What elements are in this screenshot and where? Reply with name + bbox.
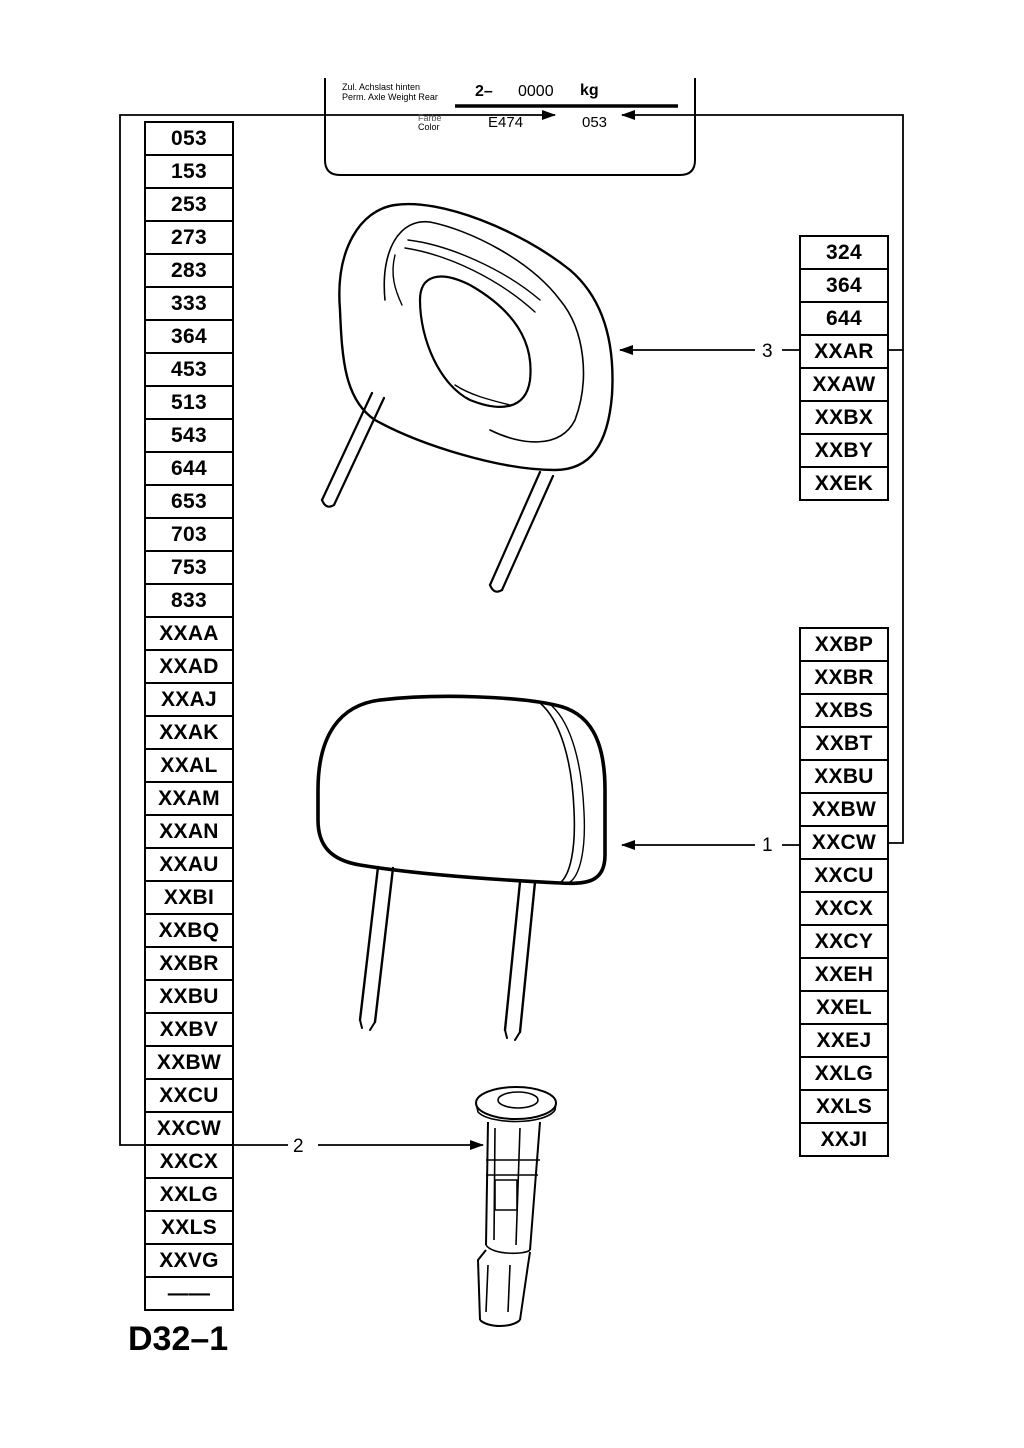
code-cell: 253 — [146, 189, 232, 222]
code-cell: 753 — [146, 552, 232, 585]
code-cell: XXEL — [801, 992, 887, 1025]
code-cell: 513 — [146, 387, 232, 420]
code-cell: 833 — [146, 585, 232, 618]
code-cell: 053 — [146, 123, 232, 156]
plate-axle-prefix: 2– — [475, 83, 493, 100]
code-cell: XXBI — [146, 882, 232, 915]
code-cell: XXBP — [801, 629, 887, 662]
callout-part-2: 2 — [293, 1136, 304, 1157]
code-cell: XXEH — [801, 959, 887, 992]
code-cell: XXVG — [146, 1245, 232, 1278]
code-cell: 324 — [801, 237, 887, 270]
plate-color-label-de: Farbe — [418, 113, 442, 123]
headrest-solid — [316, 694, 607, 1041]
code-cell: 153 — [146, 156, 232, 189]
code-cell: XXJI — [801, 1124, 887, 1157]
plate-axle-label-en: Perm. Axle Weight Rear — [342, 92, 438, 102]
code-cell: XXAL — [146, 750, 232, 783]
code-cell: XXBS — [801, 695, 887, 728]
diagram-id: D32–1 — [128, 1320, 229, 1358]
code-cell: XXAW — [801, 369, 887, 402]
plate-paint-code: E474 — [488, 114, 524, 131]
plate-axle-unit: kg — [580, 82, 599, 99]
code-cell: XXCY — [801, 926, 887, 959]
code-cell: XXAM — [146, 783, 232, 816]
code-cell: XXLG — [146, 1179, 232, 1212]
code-cell: —— — [146, 1278, 232, 1311]
code-cell: XXBV — [146, 1014, 232, 1047]
code-cell: XXEK — [801, 468, 887, 501]
plate-trim-code: 053 — [582, 114, 608, 131]
guide-sleeve — [475, 1086, 557, 1327]
leader-right — [621, 110, 904, 844]
code-cell: XXAU — [146, 849, 232, 882]
code-cell: 283 — [146, 255, 232, 288]
code-cell: XXBW — [146, 1047, 232, 1080]
code-cell: XXEJ — [801, 1025, 887, 1058]
code-cell: XXCU — [146, 1080, 232, 1113]
plate-axle-label-de: Zul. Achslast hinten — [342, 82, 421, 92]
code-cell: 703 — [146, 519, 232, 552]
code-cell: XXCX — [146, 1146, 232, 1179]
code-cell: 644 — [801, 303, 887, 336]
code-cell: 333 — [146, 288, 232, 321]
code-cell: XXCX — [801, 893, 887, 926]
code-cell: XXAN — [146, 816, 232, 849]
callout-part-1: 1 — [762, 835, 773, 856]
code-cell: 273 — [146, 222, 232, 255]
code-cell: 653 — [146, 486, 232, 519]
code-cell: 453 — [146, 354, 232, 387]
leader-left — [119, 110, 556, 1146]
code-cell: XXBY — [801, 435, 887, 468]
code-cell: XXLS — [801, 1091, 887, 1124]
code-cell: 364 — [146, 321, 232, 354]
code-cell: XXLS — [146, 1212, 232, 1245]
color-plate — [324, 78, 696, 176]
code-cell: XXBR — [146, 948, 232, 981]
code-cell: XXAD — [146, 651, 232, 684]
code-cell: XXBU — [801, 761, 887, 794]
code-cell: XXAA — [146, 618, 232, 651]
code-cell: XXBW — [801, 794, 887, 827]
code-cell: XXBT — [801, 728, 887, 761]
code-cell: XXLG — [801, 1058, 887, 1091]
code-cell: XXBU — [146, 981, 232, 1014]
code-cell: XXCU — [801, 860, 887, 893]
code-cell: XXBX — [801, 402, 887, 435]
code-cell: XXBR — [801, 662, 887, 695]
code-cell: XXCW — [146, 1113, 232, 1146]
code-cell: XXCW — [801, 827, 887, 860]
code-cell: XXAJ — [146, 684, 232, 717]
plate-color-label-en: Color — [418, 122, 440, 132]
code-cell: XXAK — [146, 717, 232, 750]
code-cell: XXBQ — [146, 915, 232, 948]
code-cell: XXAR — [801, 336, 887, 369]
callout-part-3: 3 — [762, 341, 773, 362]
code-cell: 364 — [801, 270, 887, 303]
headrest-open-frame — [320, 202, 614, 593]
plate-axle-value: 0000 — [518, 83, 554, 100]
code-cell: 644 — [146, 453, 232, 486]
code-cell: 543 — [146, 420, 232, 453]
